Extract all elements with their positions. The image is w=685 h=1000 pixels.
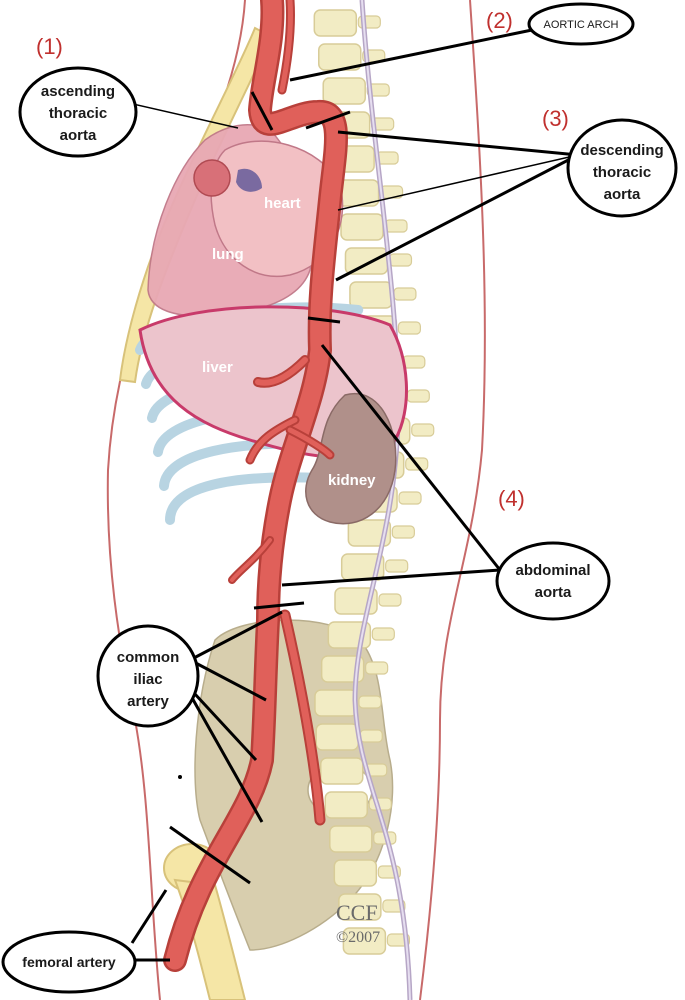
vertebra-process [402, 355, 426, 369]
number-4: (4) [498, 486, 525, 511]
leader-iliac-a [189, 610, 283, 662]
label-descending-line3: aorta [604, 186, 641, 203]
bubble-femoral [1, 930, 137, 994]
label-descending-line1: descending [580, 142, 663, 159]
tick-ascending [250, 91, 274, 131]
label-iliac-line2: iliac [133, 671, 162, 688]
vertebra [319, 757, 364, 785]
organ-label-liver: liver [202, 359, 233, 376]
label-iliac-line1: common [117, 649, 180, 666]
bubble-aortic-arch [527, 2, 635, 46]
tick-bifurcation [253, 601, 305, 610]
label-descending-line2: thoracic [593, 164, 651, 181]
label-aortic-arch: AORTIC ARCH [544, 19, 619, 31]
label-femoral: femoral artery [22, 954, 116, 970]
vertebra [347, 519, 392, 547]
organ-label-lung: lung [212, 246, 244, 263]
tick-arch-end [305, 110, 351, 130]
aorta [163, 0, 348, 972]
vertebra [342, 927, 387, 955]
label-ascending-line3: aorta [60, 127, 97, 144]
heart-auricle [193, 159, 231, 197]
leader-abdominal-a [320, 344, 502, 571]
lower-branch-fill [230, 538, 272, 582]
spinal-cord-inner [353, 0, 411, 1000]
vertebra-process [365, 661, 389, 675]
vertebra [349, 281, 393, 309]
vertebra [324, 791, 369, 819]
vertebra-process [398, 491, 422, 505]
bubble-ascending [18, 66, 138, 158]
vertebra-process [411, 423, 435, 437]
leader-descending-b [337, 154, 579, 211]
vertebra [338, 893, 382, 921]
vertebra-process [384, 219, 408, 233]
number-1: (1) [36, 34, 63, 59]
leader-descending-c [335, 153, 579, 282]
bubble-iliac [96, 624, 200, 728]
stray-dot [178, 775, 182, 779]
leader-abdominal-b [281, 568, 501, 587]
vertebra [329, 825, 373, 853]
vertebra [313, 9, 358, 37]
tick-diaphragm [307, 316, 341, 324]
iliac-right-fill [281, 611, 324, 824]
heart-vessel [236, 168, 262, 192]
vertebra-process [406, 389, 430, 403]
credit-ccf: CCF [336, 900, 378, 925]
label-abdominal-line1: abdominal [515, 562, 590, 579]
vertebra [315, 723, 359, 751]
vertebra [340, 213, 384, 241]
kidney [305, 392, 397, 525]
leader-femoral-a [130, 889, 168, 944]
back-outline [419, 0, 486, 1000]
vertebra-process [393, 287, 417, 301]
aorta-fill [165, 0, 346, 970]
vertebra-process [388, 253, 413, 267]
organ-label-kidney: kidney [328, 472, 376, 489]
leader-iliac-b [189, 658, 267, 702]
neck-artery-fill [279, 0, 294, 93]
credit-year: ©2007 [336, 929, 380, 946]
leader-aortic-arch [289, 28, 533, 82]
label-ascending-line1: ascending [41, 83, 115, 100]
bubble-descending [566, 118, 678, 218]
tick-inguinal [169, 825, 251, 885]
bubble-abdominal [495, 541, 611, 621]
vertebra-process [358, 695, 382, 709]
vertebra [344, 247, 389, 275]
leader-descending-a [337, 130, 579, 157]
renal-branch-fill [247, 417, 298, 463]
mesenteric-branch-fill [287, 427, 333, 458]
organ-label-heart: heart [264, 195, 301, 212]
vertebra-process [378, 593, 402, 607]
vertebra-process [391, 525, 415, 539]
leader-iliac-d [180, 679, 264, 823]
vertebra-process [397, 321, 421, 335]
label-ascending-line2: thoracic [49, 105, 107, 122]
vertebra-process [371, 627, 395, 641]
vertebra [314, 689, 358, 717]
celiac-branch-fill [255, 357, 308, 386]
vertebra [333, 859, 378, 887]
number-3: (3) [542, 106, 569, 131]
vertebra-process [385, 559, 409, 573]
label-abdominal-line2: aorta [535, 584, 572, 601]
vertebra [320, 655, 365, 683]
label-iliac-line3: artery [127, 693, 169, 710]
vertebra-process [359, 729, 383, 743]
number-2: (2) [486, 8, 513, 33]
vertebra [322, 77, 366, 105]
